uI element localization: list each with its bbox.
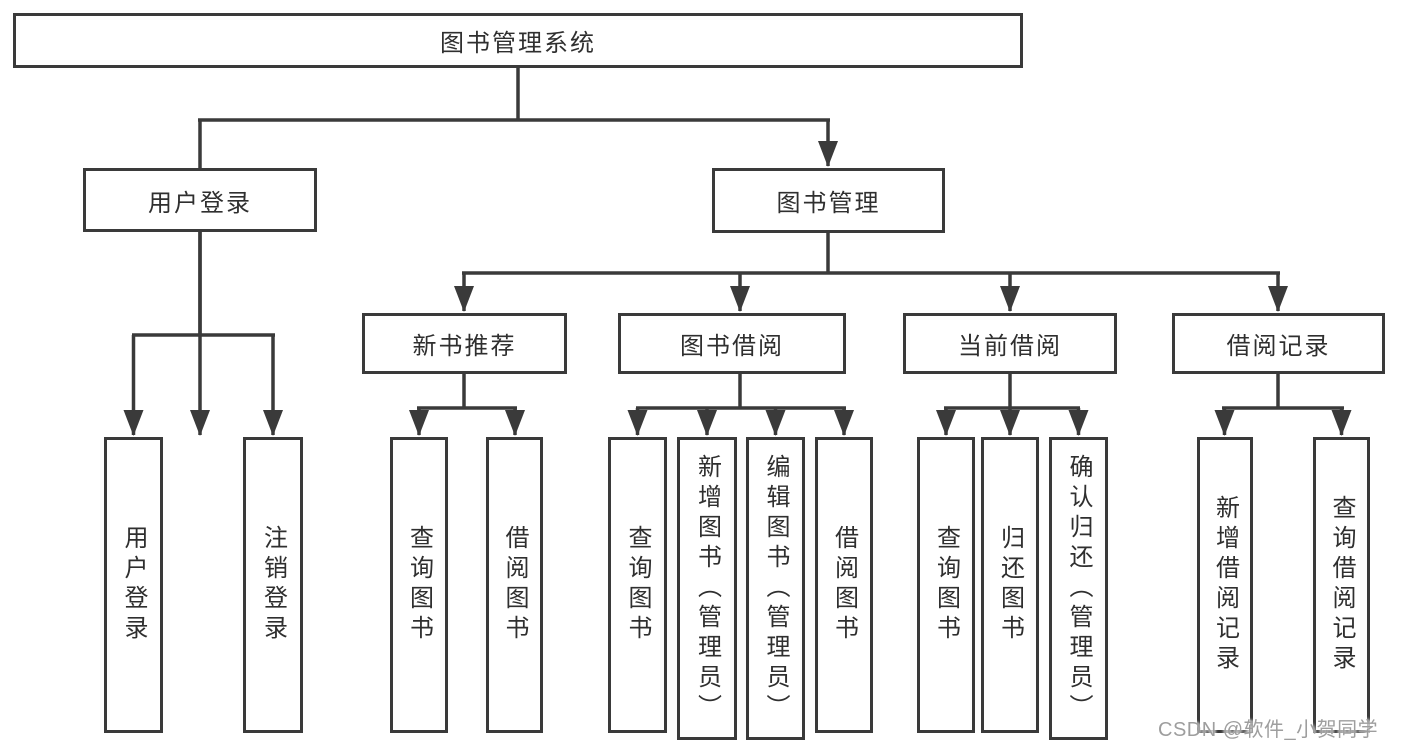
node-current-borrowing: 当前借阅 (903, 313, 1117, 374)
node-user-login: 用户登录 (83, 168, 317, 232)
leaf-add-books-admin: 新增图书（管理员） (677, 437, 737, 740)
node-book-borrowing: 图书借阅 (618, 313, 846, 374)
leaf-edit-books-admin: 编辑图书（管理员） (746, 437, 805, 740)
leaf-query-books-current: 查询图书 (917, 437, 975, 733)
leaf-confirm-return-admin: 确认归还（管理员） (1049, 437, 1108, 740)
connector-records-to-leaves (1214, 374, 1352, 436)
leaf-return-books: 归还图书 (981, 437, 1039, 733)
connector-bookmgmt-to-level3 (454, 233, 1288, 312)
connector-borrowing-to-leaves (627, 374, 854, 436)
leaf-query-books-borrowing: 查询图书 (608, 437, 667, 733)
connector-newbooks-to-leaves (409, 374, 525, 436)
node-system-root: 图书管理系统 (13, 13, 1023, 68)
leaf-query-books-recommend: 查询图书 (390, 437, 448, 733)
leaf-add-borrow-record: 新增借阅记录 (1197, 437, 1253, 733)
leaf-query-borrow-record: 查询借阅记录 (1313, 437, 1370, 733)
node-new-book-recommend: 新书推荐 (362, 313, 567, 374)
connector-userlogin-to-leaves (123, 232, 283, 436)
connector-root-to-level2 (190, 68, 838, 436)
leaf-user-login: 用户登录 (104, 437, 163, 733)
csdn-watermark: CSDN @软件_小贺同学 (1158, 719, 1379, 741)
leaf-borrow-books: 借阅图书 (815, 437, 873, 733)
leaf-logout: 注销登录 (243, 437, 303, 733)
node-borrow-records: 借阅记录 (1172, 313, 1385, 374)
node-book-management: 图书管理 (712, 168, 945, 233)
leaf-borrow-books-recommend: 借阅图书 (486, 437, 543, 733)
connector-current-to-leaves (936, 374, 1089, 436)
